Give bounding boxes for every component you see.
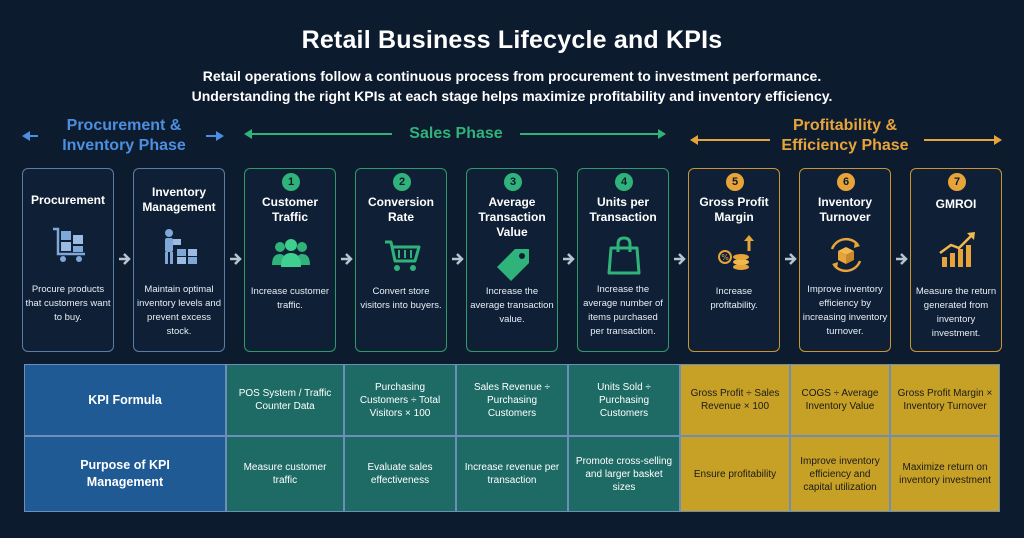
card-description: Procure products that customers want to … [25,284,111,323]
card-conversion-rate: 2 Conversion Rate Convert store visitors… [355,168,447,352]
warehouse-worker-icon [165,229,197,264]
card-title: Inventory Management [142,185,216,214]
card-description: Increase profitability. [710,286,758,311]
box-cycle-icon [830,237,862,273]
cart-boxes-icon [53,227,85,262]
chevron-right-icon [119,253,131,265]
row-label-kpi-formula: KPI Formula [24,364,226,436]
step-badge: 2 [393,173,411,191]
phase-arrow-left-icon [690,135,698,145]
card-title: GMROI [935,197,977,211]
chevron-right-icon [452,253,464,265]
card-average-transaction-value: 3 Average Transaction Value Increase the… [466,168,558,352]
people-icon [272,239,310,267]
card-units-per-transaction: 4 Units per Transaction Increase the ave… [577,168,669,352]
formula-cell: Gross Profit ÷ Sales Revenue × 100 [680,364,790,436]
card-inventory-turnover: 6 Inventory Turnover Improve inventory e… [799,168,891,352]
phase-arrow-left-icon [22,131,30,141]
formula-cell: Sales Revenue ÷ Purchasing Customers [456,364,568,436]
purpose-cell: Evaluate sales effectiveness [344,436,456,512]
phase-arrow-line [520,133,658,135]
step-badge: 7 [948,173,966,191]
card-title: Conversion Rate [367,195,434,224]
step-badge: 6 [837,173,855,191]
chevron-right-icon [230,253,242,265]
card-description: Increase the average transaction value. [470,286,554,325]
shopping-cart-icon [385,240,421,271]
card-title: Units per Transaction [589,195,657,224]
svg-text:%: % [721,253,729,262]
card-description: Maintain optimal inventory levels and pr… [137,284,221,337]
card-description: Improve inventory efficiency by increasi… [802,284,888,337]
growth-chart-icon [939,232,975,267]
phase-label-profitability: Profitability & Efficiency Phase [781,117,909,154]
step-badge: 4 [615,173,633,191]
card-description: Measure the return generated from invent… [915,286,997,339]
phase-label-sales: Sales Phase [409,125,503,142]
purpose-cell: Measure customer traffic [226,436,344,512]
step-badge: 5 [726,173,744,191]
chevron-right-icon [896,253,908,265]
card-title: Procurement [30,193,106,207]
card-description: Increase customer traffic. [250,286,330,311]
subtitle-line-1: Retail operations follow a continuous pr… [202,68,822,84]
coins-up-icon: % [718,235,754,270]
phase-arrow-line [924,139,994,141]
phase-arrow-left-icon [244,129,252,139]
chevron-right-icon [341,253,353,265]
price-tag-icon [497,249,529,281]
phase-arrow-line [206,135,216,137]
card-gross-profit-margin: 5 Gross Profit Margin % Increase profita… [688,168,780,352]
subtitle-line-2: Understanding the right KPIs at each sta… [191,88,833,104]
formula-cell: Units Sold ÷ Purchasing Customers [568,364,680,436]
purpose-cell: Maximize return on inventory investment [890,436,1000,512]
purpose-cell: Increase revenue per transaction [456,436,568,512]
card-title: Inventory Turnover [817,195,872,224]
card-title: Gross Profit Margin [699,195,769,224]
chevron-right-icon [563,253,575,265]
phase-arrow-right-icon [216,131,224,141]
card-description: Increase the average number of items pur… [583,284,663,337]
phase-arrow-right-icon [994,135,1002,145]
phase-arrow-right-icon [658,129,666,139]
formula-cell: Purchasing Customers ÷ Total Visitors × … [344,364,456,436]
step-badge: 3 [504,173,522,191]
card-title: Customer Traffic [261,195,318,224]
phase-arrow-line [252,133,392,135]
formula-cell: COGS ÷ Average Inventory Value [790,364,890,436]
shopping-bag-icon [607,236,641,275]
purpose-cell: Ensure profitability [680,436,790,512]
card-customer-traffic: 1 Customer Traffic Increase customer tra… [244,168,336,352]
page-subtitle: Retail operations follow a continuous pr… [0,66,1024,106]
row-label-purpose: Purpose of KPI Management [24,436,226,512]
formula-cell: POS System / Traffic Counter Data [226,364,344,436]
phase-label-procurement: Procurement & Inventory Phase [62,117,186,154]
page-title: Retail Business Lifecycle and KPIs [301,26,723,54]
step-badge: 1 [282,173,300,191]
phase-arrow-line [698,139,770,141]
phase-arrow-line [30,135,38,137]
card-title: Average Transaction Value [478,195,546,239]
card-description: Convert store visitors into buyers. [360,286,442,311]
chevron-right-icon [785,253,797,265]
card-gmroi: 7 GMROI Measure the return generated fro… [910,168,1002,352]
chevron-right-icon [674,253,686,265]
purpose-cell: Promote cross-selling and larger basket … [568,436,680,512]
formula-cell: Gross Profit Margin × Inventory Turnover [890,364,1000,436]
card-procurement: Procurement Procure products that custom… [22,168,114,352]
card-inventory-management: Inventory Management Maintain optimal in… [133,168,225,352]
purpose-cell: Improve inventory efficiency and capital… [790,436,890,512]
